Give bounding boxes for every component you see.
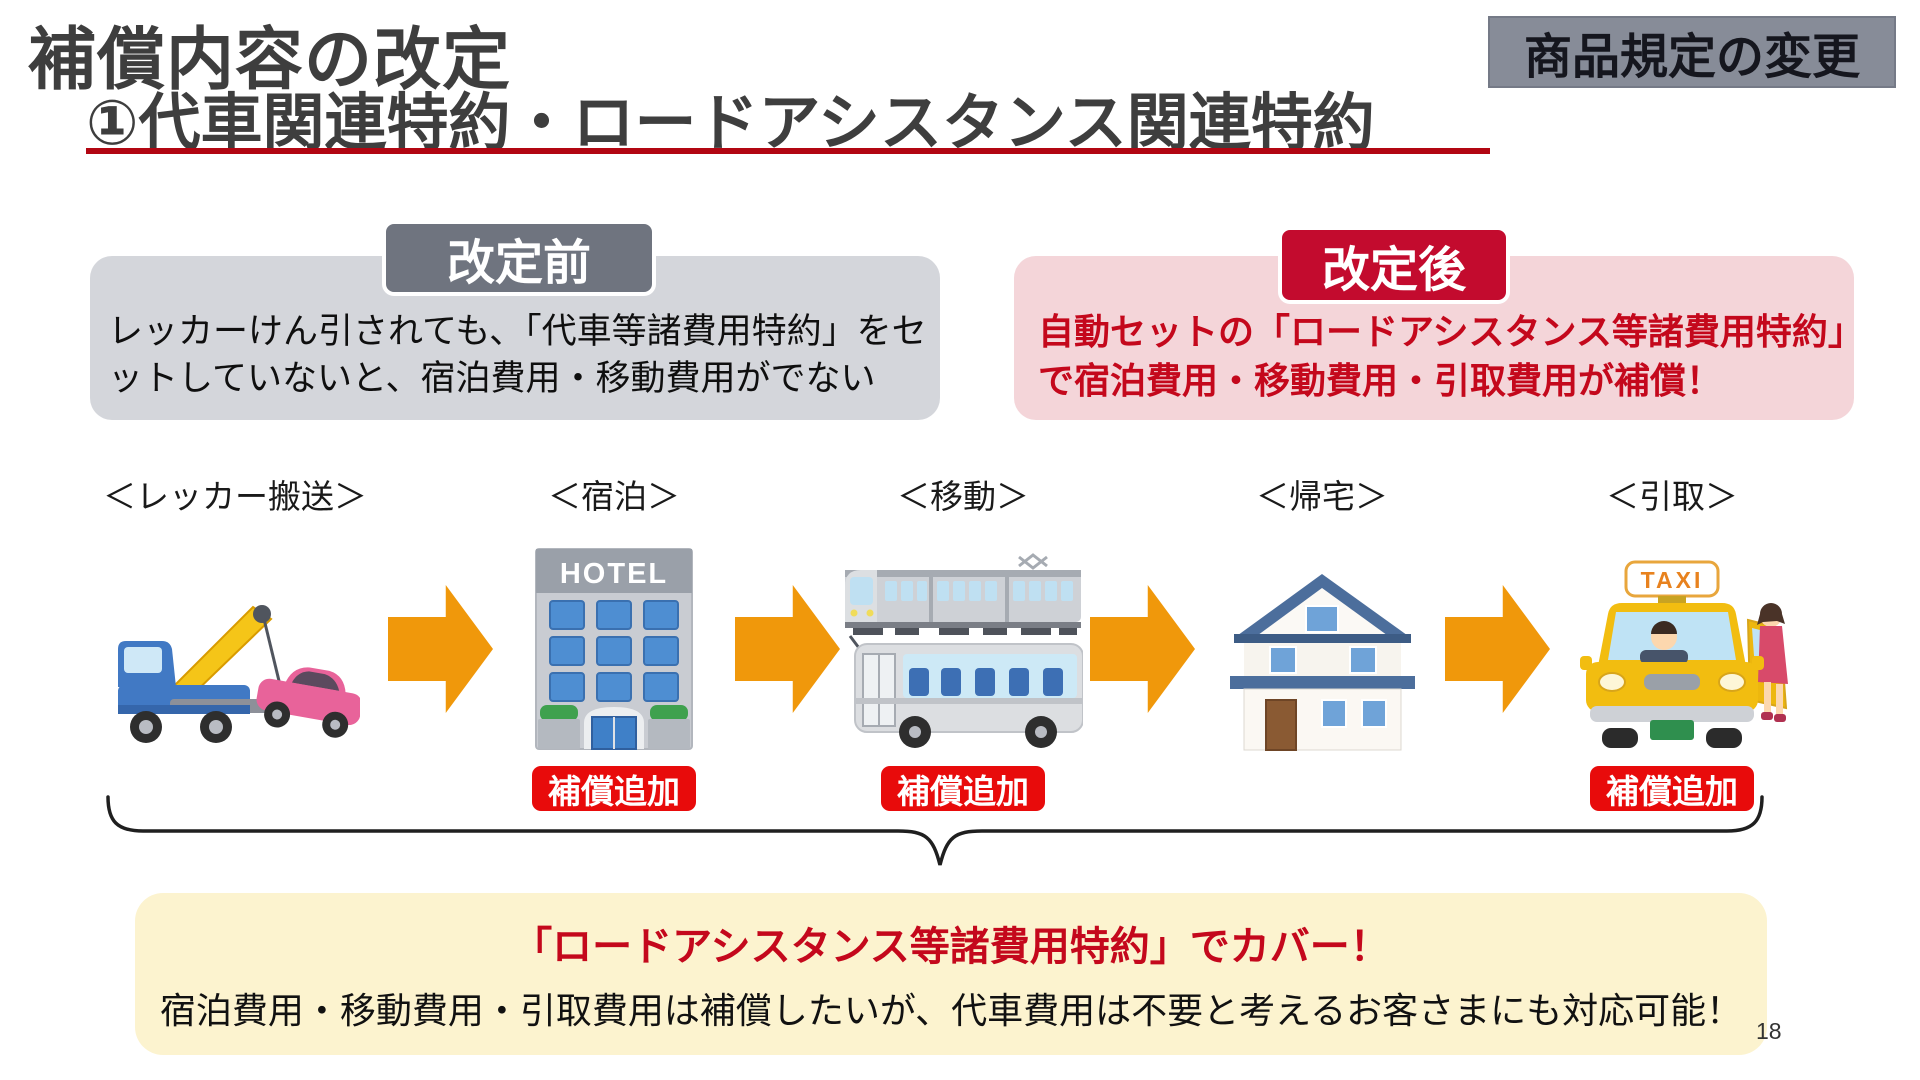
step-icon-area: HOTEL — [524, 520, 704, 752]
flow-step-home: ＜帰宅＞ — [1192, 468, 1452, 752]
page-subtitle: ①代車関連特約・ロードアシスタンス関連特約 — [86, 89, 1375, 158]
step-icon-area: TAXI — [1552, 520, 1792, 752]
coverage-added-badge: 補償追加 — [1590, 766, 1754, 811]
step-label-hotel: ＜宿泊＞ — [548, 478, 680, 515]
page-number: 18 — [1756, 1018, 1782, 1044]
step-label-transit: ＜移動＞ — [897, 478, 1029, 515]
house-icon — [1229, 574, 1415, 751]
after-revision-label: 改定後 — [1278, 226, 1510, 304]
flow-step-hotel: ＜宿泊＞ HOTEL 補償追加 — [484, 468, 744, 811]
flow-arrow-icon — [388, 585, 493, 713]
flow-step-transit: ＜移動＞ — [833, 468, 1093, 811]
tow-truck-icon — [118, 605, 360, 743]
step-label-towing: ＜レッカー搬送＞ — [103, 478, 367, 515]
train-bus-icon — [845, 553, 1083, 748]
hotel-sign-text: HOTEL — [560, 558, 668, 590]
step-icon-area — [1229, 520, 1415, 752]
summary-body: 宿泊費用・移動費用・引取費用は補償したいが、代車費用は不要と考えるお客さまにも対… — [159, 990, 1743, 1031]
taxi-icon: TAXI — [1580, 560, 1788, 748]
hotel-icon: HOTEL — [535, 548, 693, 750]
taxi-sign-text: TAXI — [1641, 567, 1704, 593]
summary-headline: 「ロードアシスタンス等諸費用特約」でカバー！ — [512, 925, 1390, 969]
before-revision-label: 改定前 — [382, 220, 656, 296]
flow-step-pickup: ＜引取＞ TAXI — [1542, 468, 1802, 811]
step-icon-area — [843, 520, 1083, 752]
product-rule-change-badge: 商品規定の変更 — [1488, 16, 1896, 88]
summary-box: 「ロードアシスタンス等諸費用特約」でカバー！ 宿泊費用・移動費用・引取費用は補償… — [135, 893, 1767, 1055]
flow-arrow-icon — [1090, 585, 1195, 713]
coverage-added-badge: 補償追加 — [881, 766, 1045, 811]
after-revision-text-line1: 自動セットの「ロードアシスタンス等諸費用特約」 — [1038, 311, 1864, 352]
curly-brace-icon — [106, 795, 1764, 866]
page-title: 補償内容の改定 — [28, 22, 512, 98]
title-underline — [86, 148, 1490, 154]
step-icon-area — [110, 520, 360, 752]
flow-arrow-icon — [735, 585, 840, 713]
flow-arrow-icon — [1445, 585, 1550, 713]
flow-step-towing: ＜レッカー搬送＞ — [103, 468, 367, 752]
before-revision-box: レッカーけん引されても、「代車等諸費用特約」をセ ットしていないと、宿泊費用・移… — [90, 256, 940, 420]
before-revision-text-line1: レッカーけん引されても、「代車等諸費用特約」をセ — [108, 312, 927, 351]
coverage-added-badge: 補償追加 — [532, 766, 696, 811]
step-label-home: ＜帰宅＞ — [1256, 478, 1388, 515]
step-label-pickup: ＜引取＞ — [1606, 478, 1738, 515]
after-revision-text-line2: で宿泊費用・移動費用・引取費用が補償！ — [1038, 359, 1723, 401]
before-revision-text-line2: ットしていないと、宿泊費用・移動費用がでない — [108, 359, 876, 399]
